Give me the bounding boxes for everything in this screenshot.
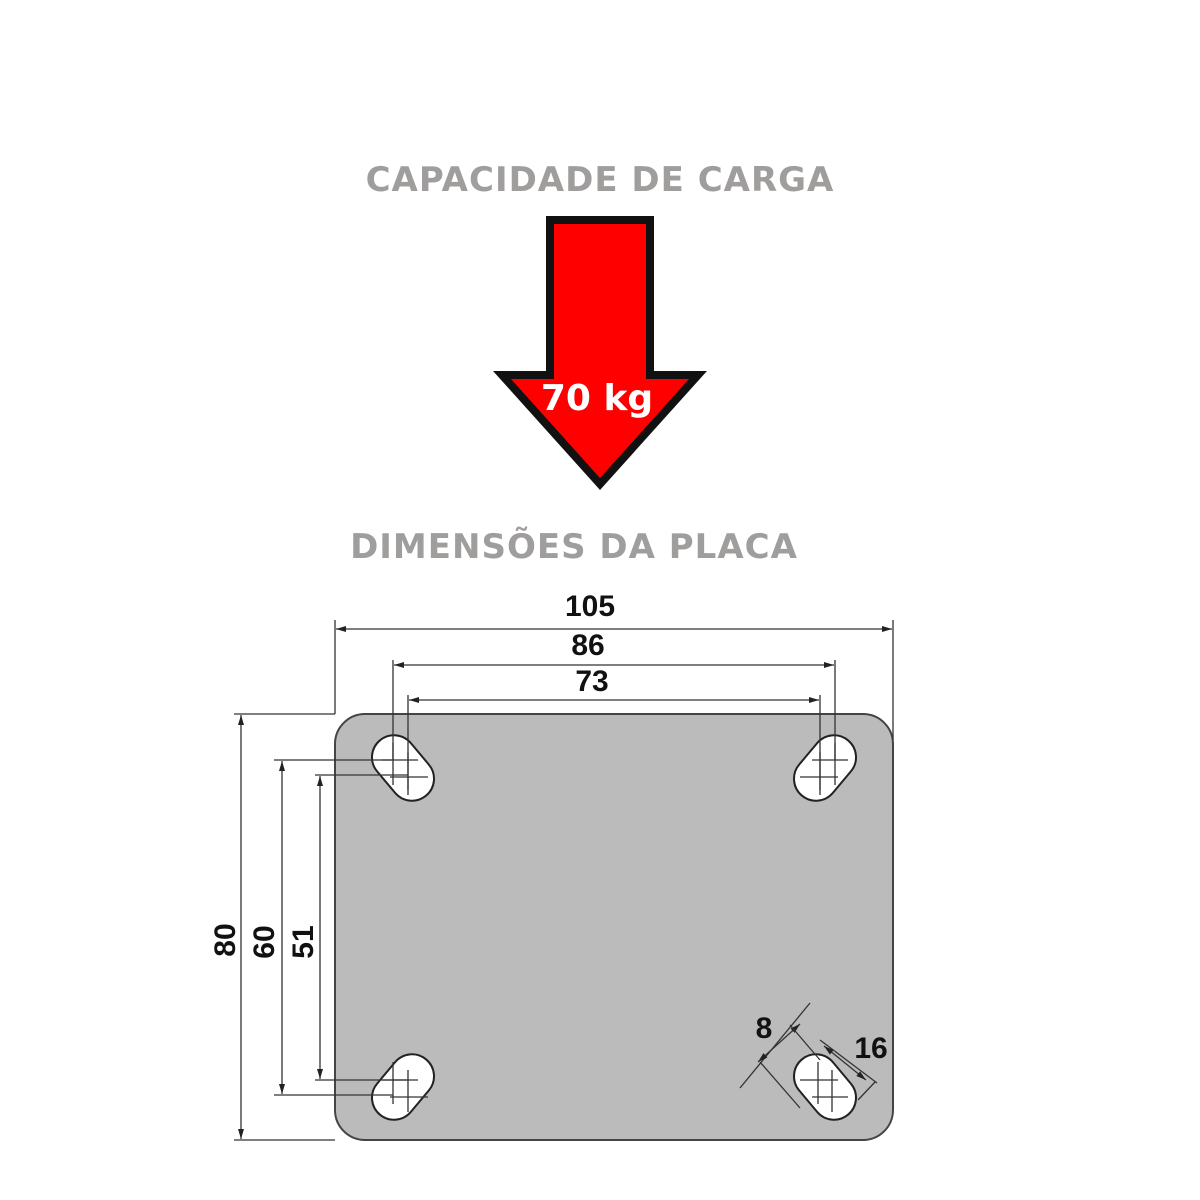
load-capacity-title: CAPACIDADE DE CARGA: [365, 160, 835, 200]
dim-height-51: 51: [287, 925, 320, 958]
dim-slot-16: 16: [854, 1032, 887, 1065]
down-arrow-icon: [493, 216, 707, 490]
dim-width-73: 73: [575, 665, 608, 698]
dim-height-60: 60: [248, 925, 281, 958]
mounting-slots: [371, 734, 857, 1121]
dim-slot-8: 8: [756, 1012, 773, 1045]
slot-dimension-lines: [739, 1002, 878, 1109]
plate-dimensions-title: DIMENSÕES DA PLACA: [350, 527, 798, 567]
slot-bottom-left: [371, 1053, 435, 1121]
slot-crosshairs: [382, 743, 848, 1112]
dim-height-80: 80: [209, 923, 242, 956]
slot-top-left: [371, 734, 435, 802]
slot-top-right: [793, 734, 857, 802]
vertical-dimension-lines: [234, 713, 408, 1141]
dim-width-105: 105: [565, 590, 615, 623]
dim-width-86: 86: [571, 629, 604, 662]
horizontal-dimension-lines: [334, 620, 894, 790]
plate: [334, 713, 894, 1141]
load-value: 70 kg: [541, 378, 653, 419]
